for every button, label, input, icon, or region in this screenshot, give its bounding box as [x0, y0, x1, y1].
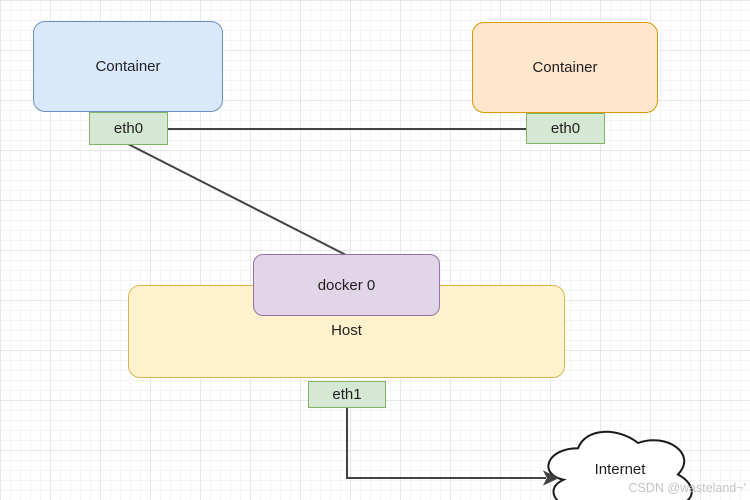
node-eth0-right-label: eth0 [550, 120, 581, 137]
internet-cloud-shape [547, 430, 693, 500]
node-docker0-label: docker 0 [317, 276, 376, 294]
node-eth1: eth1 [308, 381, 386, 408]
node-internet-label: Internet [594, 461, 646, 478]
node-docker0: docker 0 [253, 254, 440, 316]
connector-eth1-to-internet [346, 407, 546, 479]
connector-eth0-to-docker0 [127, 143, 347, 256]
node-host-label: Host [331, 322, 362, 339]
node-eth0-left: eth0 [89, 112, 168, 145]
node-container-left: Container [33, 21, 223, 112]
node-eth0-right: eth0 [526, 113, 605, 144]
arrowhead-icon [542, 470, 560, 486]
node-container-right: Container [472, 22, 658, 113]
node-container-right-label: Container [532, 59, 598, 76]
node-eth1-label: eth1 [332, 386, 362, 403]
node-eth0-left-label: eth0 [113, 120, 144, 137]
node-container-left-label: Container [95, 58, 161, 75]
csdn-watermark: CSDN @wasteland~' [628, 481, 746, 495]
